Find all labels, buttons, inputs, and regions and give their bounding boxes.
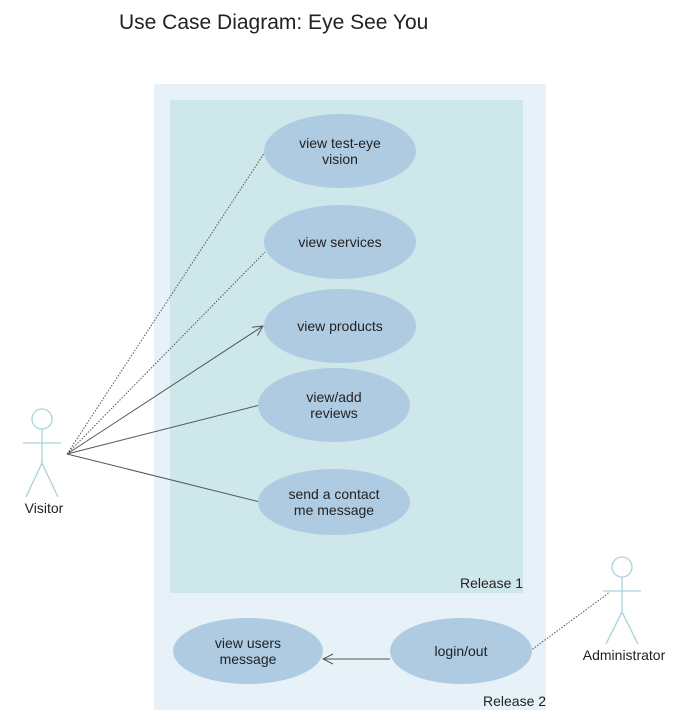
usecase-label-line: view/add bbox=[306, 389, 361, 405]
assoc-visitor-send-message bbox=[66, 453, 261, 503]
usecase-view-add-reviews[interactable]: view/add reviews bbox=[258, 368, 410, 442]
usecase-label-line: me message bbox=[294, 502, 374, 518]
actor-label: Visitor bbox=[25, 500, 64, 516]
usecase-label-line: view services bbox=[298, 234, 381, 250]
usecase-login-out[interactable]: login/out bbox=[390, 618, 532, 684]
usecase-label-line: view products bbox=[297, 318, 383, 334]
release2-label: Release 2 bbox=[483, 693, 546, 709]
usecase-label-line: vision bbox=[322, 151, 358, 167]
actor-visitor[interactable]: Visitor bbox=[23, 408, 64, 516]
assoc-visitor-view-test bbox=[66, 151, 266, 455]
usecase-view-users-message[interactable]: view users message bbox=[173, 618, 323, 684]
actor-administrator[interactable]: Administrator bbox=[583, 556, 666, 663]
usecase-label-line: reviews bbox=[310, 405, 357, 421]
stick-figure-icon bbox=[23, 408, 61, 498]
assoc-visitor-view-services bbox=[66, 251, 266, 455]
usecase-view-services[interactable]: view services bbox=[264, 205, 416, 279]
associations bbox=[66, 151, 611, 659]
assoc-visitor-view-products bbox=[66, 326, 263, 455]
usecase-view-test-eye-vision[interactable]: view test-eye vision bbox=[264, 114, 416, 188]
usecase-label-line: view users bbox=[215, 635, 281, 651]
usecase-label-line: login/out bbox=[435, 643, 488, 659]
release1-label: Release 1 bbox=[460, 575, 523, 591]
actor-label: Administrator bbox=[583, 647, 666, 663]
assoc-visitor-view-reviews bbox=[66, 404, 261, 455]
diagram-title: Use Case Diagram: Eye See You bbox=[119, 11, 429, 34]
usecase-send-contact-message[interactable]: send a contact me message bbox=[258, 469, 410, 535]
usecase-label-line: send a contact bbox=[288, 486, 379, 502]
usecase-view-products[interactable]: view products bbox=[264, 289, 416, 363]
usecase-label-line: view test-eye bbox=[299, 135, 381, 151]
usecase-label-line: message bbox=[220, 651, 277, 667]
stick-figure-icon bbox=[603, 556, 641, 645]
